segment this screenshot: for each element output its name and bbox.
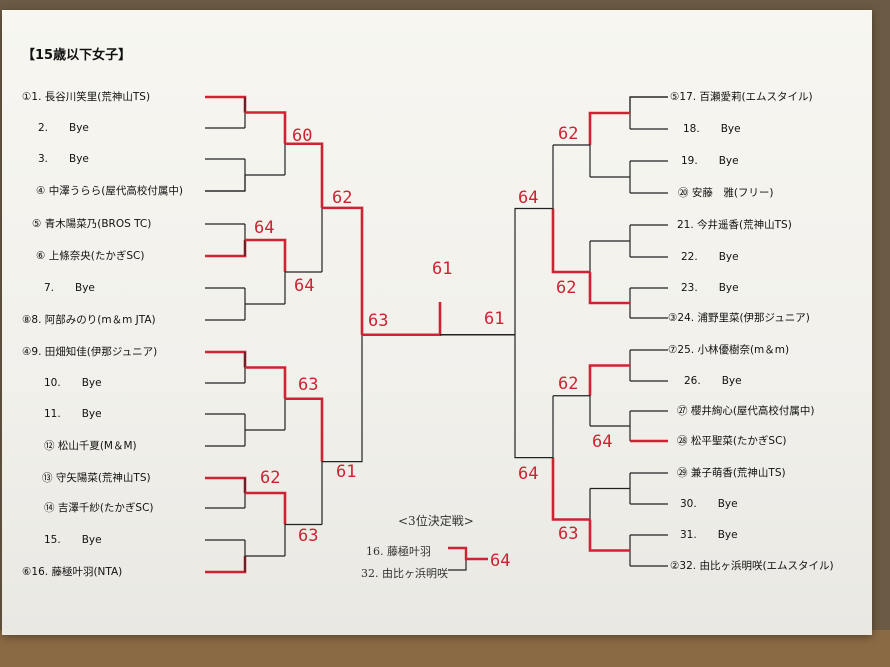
entry-left-3: 3. Bye bbox=[38, 153, 89, 165]
win-l2-a bbox=[245, 111, 287, 144]
win-l-16 bbox=[205, 556, 247, 574]
score-r-r3-a: 62 bbox=[558, 124, 579, 144]
entry-left-10: 10. Bye bbox=[44, 377, 102, 389]
win-r2-d bbox=[588, 519, 630, 552]
entry-right-27: ㉗ 櫻井絢心(屋代高校付属中) bbox=[677, 405, 815, 417]
entry-right-22: 22. Bye bbox=[681, 251, 739, 263]
entry-right-30: 30. Bye bbox=[680, 498, 738, 510]
score-l-r3-a: 62 bbox=[332, 188, 353, 208]
score-r-r2-c: 64 bbox=[592, 432, 613, 452]
win-lsemi bbox=[322, 206, 364, 335]
win-l-6 bbox=[205, 240, 247, 258]
entry-left-12: ⑫ 松山千夏(M＆M) bbox=[44, 440, 137, 452]
r-17 bbox=[629, 96, 668, 113]
entry-left-1: ①1. 長谷川笑里(荒神山TS) bbox=[22, 91, 151, 103]
third-place-bracket bbox=[448, 547, 467, 571]
win-r3-a bbox=[551, 208, 590, 274]
score-l-r2-b: 64 bbox=[254, 218, 275, 238]
score-final: 61 bbox=[432, 259, 453, 279]
entry-left-16: ⑥16. 藤極叶羽(NTA) bbox=[22, 566, 123, 578]
win-r3-b bbox=[551, 457, 590, 521]
win-third-place bbox=[448, 546, 488, 561]
l-4 bbox=[205, 175, 246, 192]
win-l3-a bbox=[285, 142, 324, 208]
score-r-r3-d: 63 bbox=[558, 524, 579, 544]
entry-left-7: 7. Bye bbox=[44, 282, 95, 294]
entry-left-8: ⑧8. 阿部みのり(m＆m JTA) bbox=[22, 314, 156, 326]
score-r-r3-b: 62 bbox=[556, 278, 577, 298]
score-third-place: 64 bbox=[490, 551, 511, 571]
entry-left-11: 11. Bye bbox=[44, 408, 102, 420]
entry-left-2: 2. Bye bbox=[38, 122, 89, 134]
score-l-r2-c: 63 bbox=[298, 375, 319, 395]
entry-right-23: 23. Bye bbox=[681, 282, 739, 294]
entry-right-25: ⑦25. 小林優樹奈(m＆m) bbox=[668, 344, 790, 356]
entry-left-15: 15. Bye bbox=[44, 534, 102, 546]
score-l-r3-c: 61 bbox=[336, 462, 357, 482]
win-l-1 bbox=[205, 95, 247, 113]
entry-right-20: ⑳ 安藤 雅(フリー) bbox=[678, 187, 774, 199]
score-r-r3-c: 62 bbox=[558, 374, 579, 394]
win-l2-c bbox=[245, 366, 287, 399]
entry-right-31: 31. Bye bbox=[680, 529, 738, 541]
score-l-r2-a: 60 bbox=[292, 126, 313, 146]
win-l2-b bbox=[245, 238, 287, 272]
entry-right-18: 18. Bye bbox=[683, 123, 741, 135]
entry-right-19: 19. Bye bbox=[681, 155, 739, 167]
third-place-player-a: 16. 藤極叶羽 bbox=[366, 545, 431, 558]
score-r-semi: 61 bbox=[484, 309, 505, 329]
entry-right-32: ②32. 由比ヶ浜明咲(エムスタイル) bbox=[670, 560, 834, 572]
bracket-sheet bbox=[2, 10, 872, 635]
score-l-r2-d: 62 bbox=[260, 468, 281, 488]
entry-left-13: ⑬ 守矢陽菜(荒神山TS) bbox=[42, 472, 151, 484]
entry-left-4: ④ 中澤うらら(屋代高校付属中) bbox=[36, 185, 183, 197]
win-l-13 bbox=[205, 476, 247, 493]
table-surface bbox=[0, 630, 890, 667]
entry-left-9: ④9. 田畑知佳(伊那ジュニア) bbox=[22, 346, 158, 358]
third-place-player-b: 32. 由比ヶ浜明咲 bbox=[361, 567, 448, 580]
score-r-r2-a: 64 bbox=[518, 188, 539, 208]
win-r2-b bbox=[588, 272, 630, 305]
v-lsemi bbox=[322, 207, 363, 463]
entry-right-28: ㉘ 松平聖菜(たかぎSC) bbox=[677, 435, 787, 447]
entry-right-17: ⑤17. 百瀬愛莉(エムスタイル) bbox=[670, 91, 813, 103]
score-r-r2-d: 64 bbox=[518, 464, 539, 484]
win-r2-a bbox=[588, 111, 630, 145]
entry-right-21: 21. 今井遥香(荒神山TS) bbox=[677, 219, 792, 231]
page-title: 【15歳以下女子】 bbox=[22, 48, 132, 63]
third-place-heading: <3位決定戦> bbox=[398, 514, 474, 528]
score-l-r3-d: 63 bbox=[298, 526, 319, 546]
v-rsemi bbox=[514, 207, 553, 459]
entry-right-26: 26. Bye bbox=[684, 375, 742, 387]
entry-left-6: ⑥ 上條奈央(たかぎSC) bbox=[36, 250, 145, 262]
win-l-9 bbox=[205, 350, 247, 368]
entry-left-14: ⑭ 吉澤千紗(たかぎSC) bbox=[44, 502, 154, 514]
win-l2-d bbox=[245, 491, 287, 525]
entry-right-29: ㉙ 兼子萌香(荒神山TS) bbox=[677, 467, 786, 479]
score-l-r3-b: 64 bbox=[294, 276, 315, 296]
win-r2-c bbox=[588, 364, 630, 396]
win-l3-b bbox=[285, 397, 324, 462]
score-l-semi: 63 bbox=[368, 311, 389, 331]
entry-left-5: ⑤ 青木陽菜乃(BROS TC) bbox=[32, 218, 152, 230]
entry-right-24: ③24. 浦野里菜(伊那ジュニア) bbox=[668, 312, 810, 324]
